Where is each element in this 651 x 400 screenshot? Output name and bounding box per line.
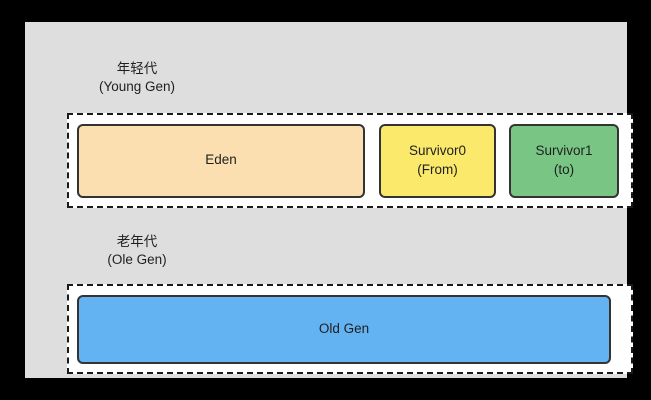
survivor1-region-box[interactable]: Survivor1 (to)	[509, 123, 619, 198]
young-gen-label: 年轻代 (Young Gen)	[52, 60, 222, 96]
young-gen-container: Eden Survivor0 (From) Survivor1 (to)	[67, 113, 633, 208]
eden-region-box[interactable]: Eden	[77, 123, 365, 198]
old-gen-label-cn: 老年代	[116, 234, 158, 249]
old-gen-region-label: Old Gen	[318, 320, 370, 336]
eden-region-label: Eden	[205, 152, 237, 168]
old-gen-label: 老年代 (Ole Gen)	[52, 233, 222, 269]
heap-memory-panel: 年轻代 (Young Gen) Eden Survivor0 (From) Su…	[25, 22, 633, 378]
survivor0-region-label: Survivor0	[408, 143, 467, 159]
old-gen-container: Old Gen	[67, 284, 633, 374]
survivor1-region-sublabel: (to)	[553, 161, 575, 177]
old-gen-region-box[interactable]: Old Gen	[77, 294, 611, 364]
young-gen-label-cn: 年轻代	[116, 61, 158, 76]
survivor0-region-sublabel: (From)	[417, 161, 458, 177]
young-gen-label-en: (Young Gen)	[98, 79, 176, 95]
survivor0-region-box[interactable]: Survivor0 (From)	[379, 123, 496, 198]
old-gen-label-en: (Ole Gen)	[107, 252, 167, 268]
survivor1-region-label: Survivor1	[535, 143, 593, 159]
